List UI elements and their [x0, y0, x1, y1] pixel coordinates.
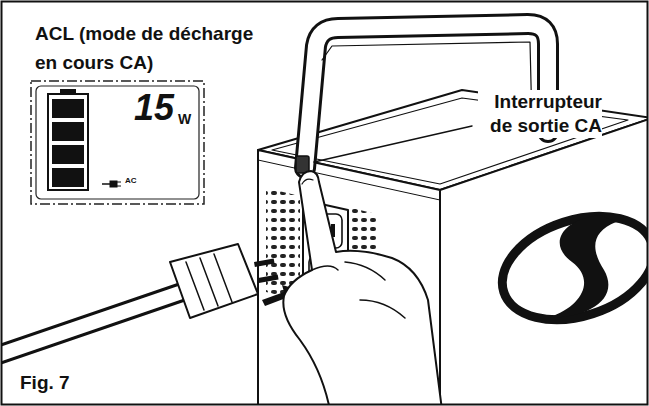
lcd-panel: ACL (mode de décharge en cours CA)15WAC [30, 80, 205, 205]
lcd-unit: W [178, 112, 191, 127]
lcd-unit: AC [125, 177, 137, 186]
plug-icon [102, 181, 121, 187]
figure-number: Fig. 7 [20, 372, 70, 395]
lcd-outline [30, 80, 205, 205]
part-label: Interrupteur de sortie CA [478, 90, 602, 138]
panel-heading: ACL (mode de décharge en cours CA) [35, 20, 267, 77]
lcd-reading: 15 [134, 88, 174, 128]
battery-icon [48, 89, 88, 190]
